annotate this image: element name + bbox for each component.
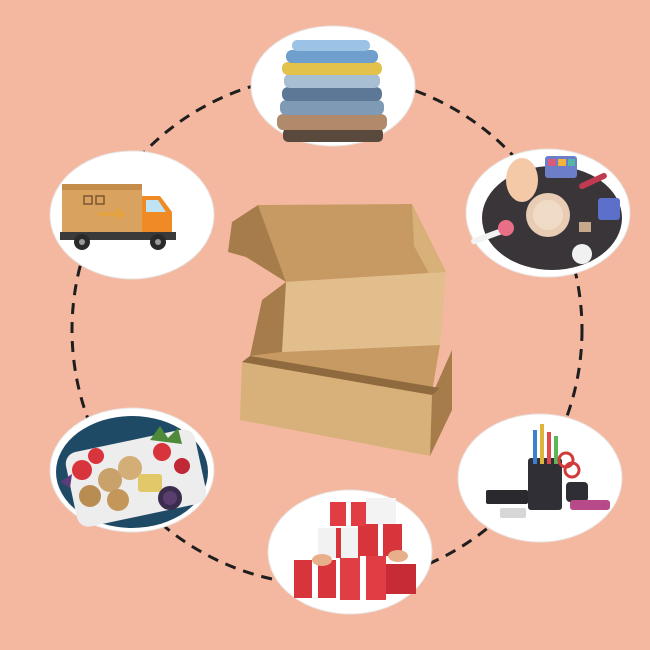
food-platter-icon <box>56 416 208 528</box>
box-lid-left-flap <box>228 205 286 282</box>
stationery-tile <box>457 413 623 543</box>
truck-tile <box>49 150 215 280</box>
cosmetics-makeup-icon <box>471 156 622 270</box>
box-lid <box>258 204 446 282</box>
clothes-tile <box>250 25 416 147</box>
box-inner-left <box>250 282 286 356</box>
box-right-side <box>430 350 452 456</box>
stationery-organizer-icon <box>486 424 610 518</box>
box-lid-right-edge <box>412 204 446 286</box>
delivery-truck-icon <box>60 184 176 250</box>
folded-clothes-stack-icon <box>277 40 387 142</box>
shipping-box <box>228 204 452 456</box>
cosmetics-tile <box>465 148 631 278</box>
gifts-tile <box>267 489 433 615</box>
box-inner-back <box>282 272 446 352</box>
box-front-rim <box>242 356 440 395</box>
food-tile <box>49 407 215 533</box>
wrapped-gift-boxes-icon <box>294 498 416 600</box>
box-front <box>240 362 432 456</box>
